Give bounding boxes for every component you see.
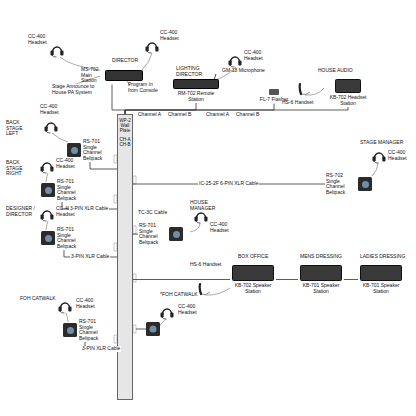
device-label: RS-701 Single Channel Beltpack <box>79 319 107 341</box>
equipment-node: KB-702 Speaker Station <box>230 264 276 295</box>
panel-device <box>335 79 361 93</box>
cable-line <box>90 162 117 169</box>
device-label: WP-2 Wall Plate <box>118 118 132 133</box>
text-label: HOUSE MANAGER <box>190 200 234 211</box>
device-label: RS-702 Single Channel Beltpack <box>326 173 356 195</box>
cable-line <box>133 279 230 280</box>
panel-device <box>232 265 274 281</box>
flash-device <box>269 89 279 95</box>
cable-line <box>112 85 125 115</box>
text-label: GM-18 Microphone <box>222 68 270 74</box>
wall-plate-column: WP-2 Wall PlateCH-A CH-B <box>117 114 133 400</box>
cable-line <box>133 234 138 235</box>
text-label: BOX OFFICE <box>238 254 278 260</box>
text-label: LADIES DRESSING <box>360 254 410 260</box>
pack-device <box>358 177 372 191</box>
cable-label: IC-25-2F 6-PIN XLR Cable <box>198 181 259 187</box>
text-label: CC-400 Headset <box>178 304 202 315</box>
pack-device <box>63 323 77 337</box>
cable-label: 3-PIN XLR Cable <box>70 254 110 260</box>
rack-device <box>105 70 143 81</box>
device-label: RS-701 Single Channel Beltpack <box>139 223 167 245</box>
equipment-node: RS-701 Single Channel Beltpack <box>40 178 84 202</box>
text-label: FOH CATWALK <box>20 296 60 302</box>
device-label: RM-702 Remote Station <box>174 91 218 102</box>
text-label: Program In from Console <box>128 82 164 93</box>
text-label: CC-400 Headset <box>76 298 100 309</box>
device-label: RS-701 Single Channel Beltpack <box>83 139 113 161</box>
cable-line <box>344 279 358 280</box>
text-label: Channel B <box>236 112 264 118</box>
text-label: DESIGNER / DIRECTOR <box>6 206 38 217</box>
equipment-node: KB-702 Headset Station <box>322 78 374 107</box>
pack-device <box>41 231 55 245</box>
pack-device <box>169 227 183 241</box>
text-label: STAGE MANAGER <box>360 140 404 146</box>
device-label: RS-701 Single Channel Beltpack <box>57 227 87 249</box>
device-label: CH-A CH-B <box>118 137 132 147</box>
text-label: CC-400 Headset <box>56 158 80 169</box>
device-label: KB-702 Headset Station <box>323 95 373 106</box>
text-label: Channel A <box>206 112 234 118</box>
text-label: CC-400 Headset <box>40 104 64 115</box>
text-label: DIRECTOR <box>112 58 152 64</box>
text-label: TC-3C Cable <box>138 210 168 216</box>
rack-device <box>173 79 219 89</box>
text-label: Channel B <box>168 112 196 118</box>
cable-label: 3-PIN XLR Cable <box>81 346 121 352</box>
text-label: CC-400 Headset <box>244 50 268 61</box>
device-label: KB-701 Speaker Station <box>299 283 343 294</box>
equipment-node: RS-701 Single Channel Beltpack <box>40 226 88 250</box>
text-label: LIGHTING DIRECTOR <box>176 66 222 77</box>
text-label: CC-400 Headset <box>210 222 234 233</box>
equipment-node: KB-701 Speaker Station <box>298 264 344 295</box>
text-label: BACK STAGE RIGHT <box>6 160 36 177</box>
text-label: CC-400 Headset <box>160 30 184 41</box>
device-label: RS-701 Single Channel Beltpack <box>57 179 83 201</box>
cable-line <box>276 279 298 280</box>
text-label: CC-400 Headset <box>28 34 52 45</box>
text-label: HS-6 Handset <box>282 100 316 106</box>
text-label: BACK STAGE LEFT <box>6 120 36 137</box>
text-label: CC-400 Headset <box>388 150 412 161</box>
text-label: Channel A <box>138 112 166 118</box>
foh-right-beltpack <box>133 322 160 336</box>
text-label: HOUSE AUDIO <box>318 68 358 74</box>
device-label: KB-702 Speaker Station <box>231 283 275 294</box>
cable-label: 3-PIN XLR Cable <box>69 206 109 212</box>
equipment-node: RM-702 Remote Station <box>172 78 220 103</box>
headset-icons <box>41 43 386 319</box>
text-label: *FOH CATWALK <box>160 292 208 298</box>
equipment-node: RS-702 Single Channel Beltpack <box>325 172 373 196</box>
text-label: HS-6 Handset <box>190 262 224 268</box>
pack-device <box>41 183 55 197</box>
device-label: MS-702 Main Station <box>81 67 103 84</box>
panel-device <box>360 265 402 281</box>
text-label: Stage Announce to House PA System <box>52 84 96 95</box>
equipment-node: RS-701 Single Channel Beltpack <box>62 318 108 342</box>
equipment-node: RS-701 Single Channel Beltpack <box>138 222 184 246</box>
headset-wires <box>46 53 378 326</box>
pack-device <box>67 143 81 157</box>
panel-device <box>300 265 342 281</box>
device-label: KB-701 Speaker Station <box>359 283 403 294</box>
text-label: MENS DRESSING <box>300 254 344 260</box>
equipment-node: KB-701 Speaker Station <box>358 264 404 295</box>
